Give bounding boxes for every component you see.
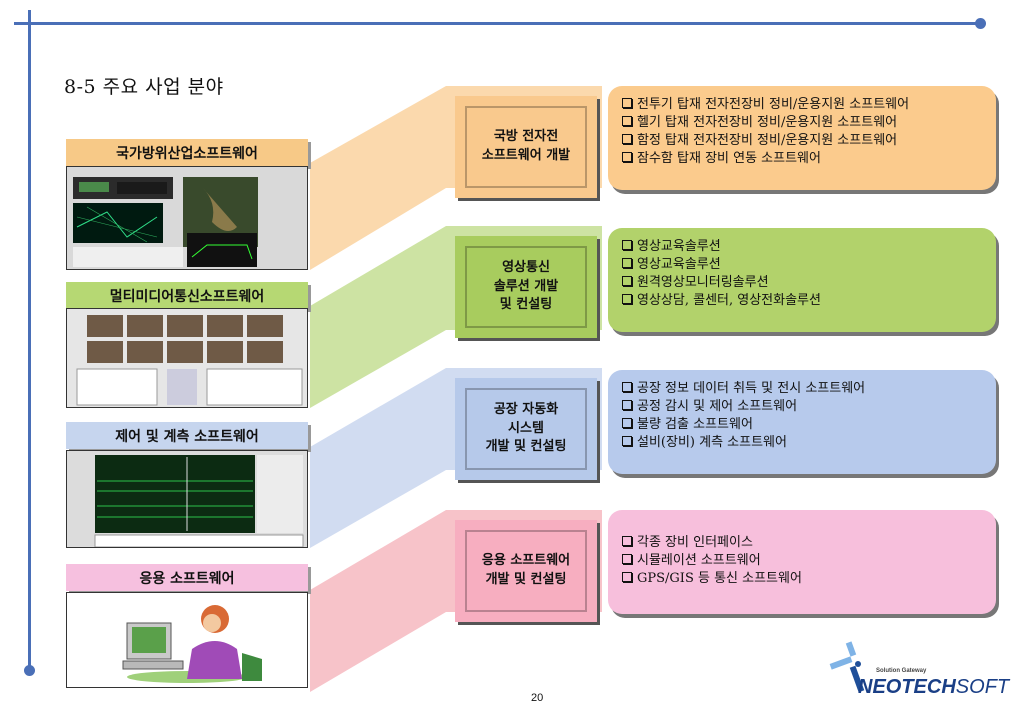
band-row-3 [310, 368, 446, 548]
list-item: 불량 검출 소프트웨어 [622, 416, 982, 434]
business-area-multimedia: 영상통신 솔루션 개발 및 컨설팅 [455, 236, 597, 338]
thumbnail-multimedia-software [66, 308, 308, 408]
top-rule [14, 22, 980, 25]
business-area-title: 영상통신 솔루션 개발 및 컨설팅 [465, 246, 587, 328]
list-item: 영상교육솔루션 [622, 238, 982, 256]
left-label-application: 응용 소프트웨어 [66, 564, 308, 591]
list-item: 시뮬레이션 소프트웨어 [622, 552, 982, 570]
business-area-title: 국방 전자전 소프트웨어 개발 [465, 106, 587, 188]
left-label-multimedia: 멀티미디어통신소프트웨어 [66, 282, 308, 309]
list-item: 영상상담, 콜센터, 영상전화솔루션 [622, 292, 982, 310]
left-label-defense: 국가방위산업소프트웨어 [66, 139, 308, 166]
list-item: 헬기 탑재 전자전장비 정비/운용지원 소프트웨어 [622, 114, 982, 132]
page-title: 8-5 주요 사업 분야 [64, 76, 224, 98]
company-logo: Solution Gateway NEOTECHSOFT [828, 640, 1018, 700]
logo-mark-icon [829, 641, 865, 693]
detail-panel-application: 각종 장비 인터페이스 시뮬레이션 소프트웨어 GPS/GIS 등 통신 소프트… [608, 510, 996, 614]
list-item: GPS/GIS 등 통신 소프트웨어 [622, 570, 982, 588]
band-row-2 [310, 226, 446, 408]
logo-tagline: Solution Gateway [876, 668, 927, 674]
business-area-title: 응용 소프트웨어 개발 및 컨설팅 [465, 530, 587, 612]
rule-end-dot [975, 18, 986, 29]
thumbnail-defense-software [66, 166, 308, 270]
band-row-4 [310, 510, 446, 692]
thumbnail-control-software [66, 450, 308, 548]
list-item: 설비(장비) 계측 소프트웨어 [622, 434, 982, 452]
list-item: 각종 장비 인터페이스 [622, 534, 982, 552]
logo-wordmark: NEOTECHSOFT [858, 676, 1009, 699]
logo-brand-light: SOFT [955, 676, 1010, 698]
left-label-control: 제어 및 계측 소프트웨어 [66, 422, 308, 449]
list-item: 전투기 탑재 전자전장비 정비/운용지원 소프트웨어 [622, 96, 982, 114]
business-area-automation: 공장 자동화 시스템 개발 및 컨설팅 [455, 378, 597, 480]
list-item: 공정 감시 및 제어 소프트웨어 [622, 398, 982, 416]
rule-end-dot [24, 665, 35, 676]
list-item: 원격영상모니터링솔루션 [622, 274, 982, 292]
detail-panel-automation: 공장 정보 데이터 취득 및 전시 소프트웨어 공정 감시 및 제어 소프트웨어… [608, 370, 996, 474]
business-area-application: 응용 소프트웨어 개발 및 컨설팅 [455, 520, 597, 622]
business-area-defense: 국방 전자전 소프트웨어 개발 [455, 96, 597, 198]
list-item: 함정 탑재 전자전장비 정비/운용지원 소프트웨어 [622, 132, 982, 150]
left-rule [28, 10, 31, 672]
list-item: 잠수함 탑재 장비 연동 소프트웨어 [622, 150, 982, 168]
detail-panel-defense: 전투기 탑재 전자전장비 정비/운용지원 소프트웨어 헬기 탑재 전자전장비 정… [608, 86, 996, 190]
list-item: 영상교육솔루션 [622, 256, 982, 274]
page-number: 20 [531, 692, 544, 704]
business-area-title: 공장 자동화 시스템 개발 및 컨설팅 [465, 388, 587, 470]
logo-brand-bold: NEOTECH [858, 676, 956, 698]
list-item: 공장 정보 데이터 취득 및 전시 소프트웨어 [622, 380, 982, 398]
thumbnail-application-software [66, 592, 308, 688]
detail-panel-multimedia: 영상교육솔루션 영상교육솔루션 원격영상모니터링솔루션 영상상담, 콜센터, 영… [608, 228, 996, 332]
band-row-1 [310, 86, 446, 270]
